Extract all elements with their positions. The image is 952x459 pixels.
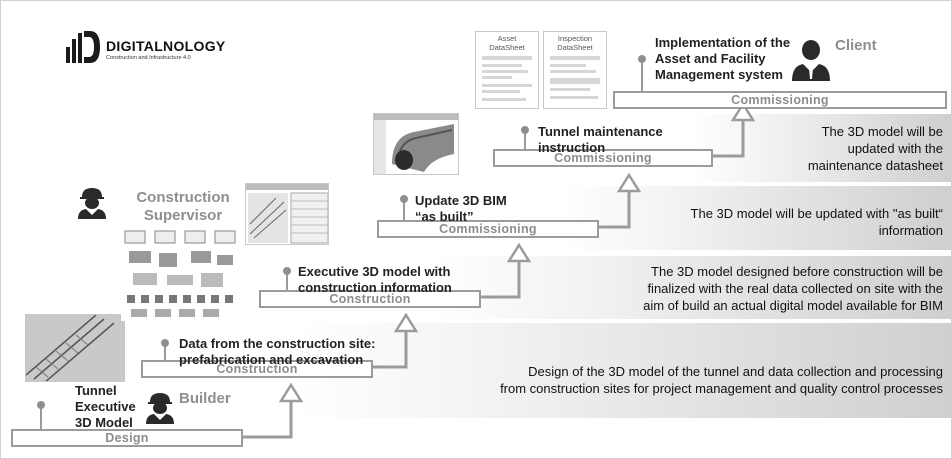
- milestone-dot-4: [400, 195, 408, 203]
- builder-icon: [146, 393, 174, 424]
- inspection-datasheet-title: Inspection DataSheet: [557, 34, 593, 52]
- arrow-design-to-construction: [241, 399, 293, 439]
- construction-bim-screenshot: [245, 183, 329, 245]
- arrowhead-2: [393, 312, 419, 333]
- description-maintenance: The 3D model will be updated with the ma…: [807, 124, 943, 173]
- logo: DIGITALNOLOGY Construction and Infrastru…: [66, 29, 236, 67]
- step-bar-commissioning-2: [493, 149, 713, 167]
- milestone-label-1: Tunnel Executive 3D Model: [75, 383, 136, 430]
- arrowhead-5: [730, 101, 756, 122]
- step-bar-construction-1: [141, 360, 373, 378]
- milestone-dot-5: [521, 126, 529, 134]
- milestone-pin-4: [403, 202, 405, 220]
- arrow-commissioning-to-commissioning-2: [711, 118, 745, 158]
- arrowhead-4: [616, 172, 642, 193]
- client-icon: [792, 40, 830, 81]
- arrowhead-1: [278, 382, 304, 403]
- step-bar-design: [11, 429, 243, 447]
- description-band-as-built: [561, 186, 951, 250]
- milestone-label-2: Data from the construction site: prefabr…: [179, 336, 376, 367]
- arrowhead-3: [506, 242, 532, 263]
- step-bar-construction-2: [259, 290, 481, 308]
- arrow-commissioning-to-commissioning: [596, 189, 631, 229]
- step-label-construction-2: Construction: [329, 292, 411, 306]
- step-label-construction-1: Construction: [216, 362, 298, 376]
- role-client: Client: [835, 37, 877, 54]
- milestone-label-5: Tunnel maintenance instruction: [538, 124, 663, 155]
- step-label-design: Design: [105, 431, 149, 445]
- asset-datasheet-title: Asset DataSheet: [489, 34, 525, 52]
- description-band-design: [301, 323, 951, 418]
- role-construction-supervisor: Construction Supervisor: [136, 189, 230, 224]
- milestone-dot-1: [37, 401, 45, 409]
- milestone-label-3: Executive 3D model with construction inf…: [298, 264, 452, 295]
- arrow-construction-to-construction: [371, 329, 408, 369]
- step-label-commissioning-2: Commissioning: [554, 151, 652, 165]
- step-label-commissioning-1: Commissioning: [439, 222, 537, 236]
- arrow-construction-to-commissioning: [479, 259, 521, 299]
- logo-name: DIGITALNOLOGY: [106, 38, 226, 54]
- step-bar-commissioning-1: [377, 220, 599, 238]
- milestone-pin-3: [286, 273, 288, 290]
- milestone-label-6: Implementation of the Asset and Facility…: [655, 35, 791, 82]
- description-band-maintenance: [691, 114, 951, 182]
- description-construction: The 3D model designed before constructio…: [643, 264, 943, 313]
- step-label-commissioning-3: Commissioning: [731, 93, 829, 107]
- milestone-pin-6: [641, 61, 643, 91]
- role-builder: Builder: [179, 390, 231, 407]
- construction-supervisor-icon: [78, 188, 106, 219]
- logo-mark-icon: [66, 31, 100, 63]
- description-design: Design of the 3D model of the tunnel and…: [500, 364, 943, 396]
- milestone-pin-1: [40, 405, 42, 429]
- milestone-pin-5: [524, 132, 526, 149]
- step-bar-commissioning-3: [613, 91, 947, 109]
- milestone-pin-2: [164, 345, 166, 360]
- description-as-built: The 3D model will be updated with "as bu…: [690, 206, 943, 238]
- inspection-datasheet-thumbnail: Inspection DataSheet: [543, 31, 607, 109]
- milestone-label-4: Update 3D BIM “as built”: [415, 193, 507, 224]
- logo-tagline: Construction and Infrastructure 4.0: [106, 55, 191, 61]
- milestone-dot-2: [161, 339, 169, 347]
- milestone-dot-3: [283, 267, 291, 275]
- construction-process-graphic: [121, 229, 241, 321]
- tunnel-3d-bim-screenshot: [373, 113, 459, 175]
- tunnel-model-image: [25, 314, 125, 382]
- milestone-dot-6: [638, 55, 646, 63]
- asset-datasheet-thumbnail: Asset DataSheet: [475, 31, 539, 109]
